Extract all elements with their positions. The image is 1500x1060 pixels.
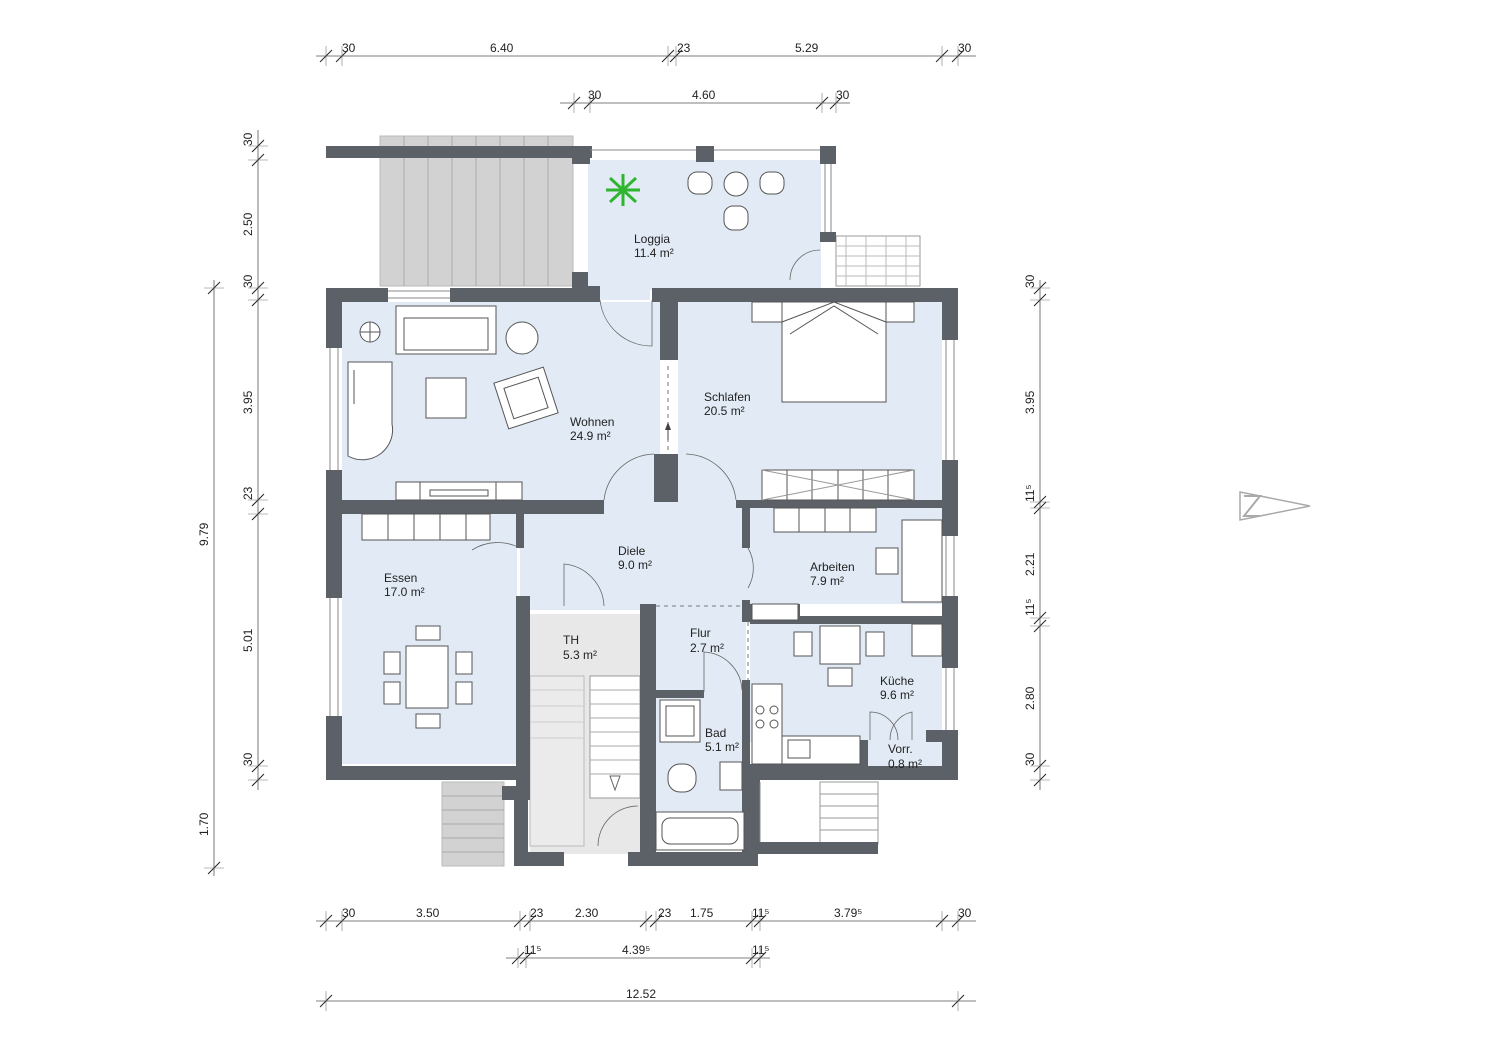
exterior-stairs — [379, 135, 921, 867]
room-vorr-area: 0.8 m² — [888, 757, 922, 771]
room-essen-name: Essen — [384, 571, 417, 585]
dim-bottom-3: 2.30 — [575, 906, 599, 920]
room-vorr-name: Vorr. — [888, 742, 913, 756]
room-labels: Loggia 11.4 m² Wohnen 24.9 m² Schlafen 2… — [384, 232, 922, 771]
dim-left-7: 1.70 — [197, 812, 211, 836]
dim-bottom-1: 3.50 — [416, 906, 440, 920]
dim-bottom2-2: 11⁵ — [752, 943, 769, 957]
dim-bottom-2: 23 — [530, 906, 544, 920]
dim-top-4: 30 — [958, 41, 972, 55]
dim-left-2: 30 — [241, 274, 255, 288]
plant-icon — [606, 174, 640, 206]
internal-stair — [529, 675, 641, 847]
dim-bottom-7: 3.79⁵ — [834, 906, 862, 920]
room-wohnen-name: Wohnen — [570, 415, 614, 429]
room-diele-name: Diele — [618, 544, 646, 558]
floor-loggia-lower — [600, 240, 650, 300]
dimension-labels-top: 30 6.40 23 5.29 30 30 4.60 30 — [342, 41, 972, 102]
dim-top2-2: 30 — [836, 88, 850, 102]
room-loggia-area: 11.4 m² — [634, 246, 674, 260]
room-th-name: TH — [563, 633, 579, 647]
dim-top-2: 23 — [677, 41, 691, 55]
dim-right-6: 30 — [1023, 752, 1037, 766]
room-kueche-area: 9.6 m² — [880, 688, 914, 702]
room-essen-area: 17.0 m² — [384, 585, 425, 599]
dimension-labels-left: 30 2.50 30 3.95 23 5.01 30 1.70 9.79 — [197, 132, 255, 836]
dim-left-4: 23 — [241, 486, 255, 500]
room-arbeiten-name: Arbeiten — [810, 560, 855, 574]
dim-bottom-4: 23 — [658, 906, 672, 920]
room-flur-name: Flur — [690, 626, 711, 640]
dim-right-0: 30 — [1023, 274, 1037, 288]
north-arrow-icon — [1239, 491, 1311, 521]
dim-left-1: 2.50 — [241, 212, 255, 236]
room-flur-area: 2.7 m² — [690, 641, 724, 655]
room-schlafen-name: Schlafen — [704, 390, 751, 404]
floor-vorr — [862, 742, 942, 768]
dim-left-5: 5.01 — [241, 628, 255, 652]
room-loggia-name: Loggia — [634, 232, 670, 246]
room-arbeiten-area: 7.9 m² — [810, 574, 844, 588]
walls — [326, 146, 958, 866]
dim-left-3: 3.95 — [241, 390, 255, 414]
doors — [471, 249, 913, 847]
dim-top-0: 30 — [342, 41, 356, 55]
dim-bottom-8: 30 — [958, 906, 972, 920]
dimension-ticks — [204, 46, 1050, 1011]
dimension-labels-right: 30 3.95 11⁵ 2.21 11⁵ 2.80 30 — [1023, 274, 1037, 766]
dim-bottom-0: 30 — [342, 906, 356, 920]
dim-right-2: 11⁵ — [1023, 485, 1037, 502]
room-schlafen-area: 20.5 m² — [704, 404, 745, 418]
dim-left-0: 30 — [241, 132, 255, 146]
room-diele-area: 9.0 m² — [618, 558, 652, 572]
dim-bottom2-0: 11⁵ — [524, 943, 541, 957]
room-th-area: 5.3 m² — [563, 648, 597, 662]
dim-bottom-total: 12.52 — [626, 987, 656, 1001]
dim-top-1: 6.40 — [490, 41, 514, 55]
floor-flur — [656, 610, 746, 690]
dim-bottom-6: 11⁵ — [752, 906, 769, 920]
room-bad-area: 5.1 m² — [705, 740, 739, 754]
furniture — [347, 171, 943, 851]
dim-right-3: 2.21 — [1023, 552, 1037, 576]
dim-top2-0: 30 — [588, 88, 602, 102]
room-kueche-name: Küche — [880, 674, 914, 688]
dim-right-5: 2.80 — [1023, 686, 1037, 710]
windows — [329, 149, 955, 842]
room-wohnen-area: 24.9 m² — [570, 429, 611, 443]
dim-bottom2-1: 4.39⁵ — [622, 943, 650, 957]
dim-right-4: 11⁵ — [1023, 599, 1037, 616]
dim-right-1: 3.95 — [1023, 390, 1037, 414]
dim-bottom-5: 1.75 — [690, 906, 714, 920]
room-bad-name: Bad — [705, 726, 726, 740]
dimension-labels-bottom: 30 3.50 23 2.30 23 1.75 11⁵ 3.79⁵ 30 11⁵… — [342, 906, 972, 1001]
dim-left-total: 9.79 — [197, 522, 211, 546]
dim-top2-1: 4.60 — [692, 88, 716, 102]
dim-top-3: 5.29 — [795, 41, 819, 55]
floor-diele — [520, 500, 750, 610]
dim-left-6: 30 — [241, 752, 255, 766]
dimension-lines — [213, 55, 1041, 1002]
